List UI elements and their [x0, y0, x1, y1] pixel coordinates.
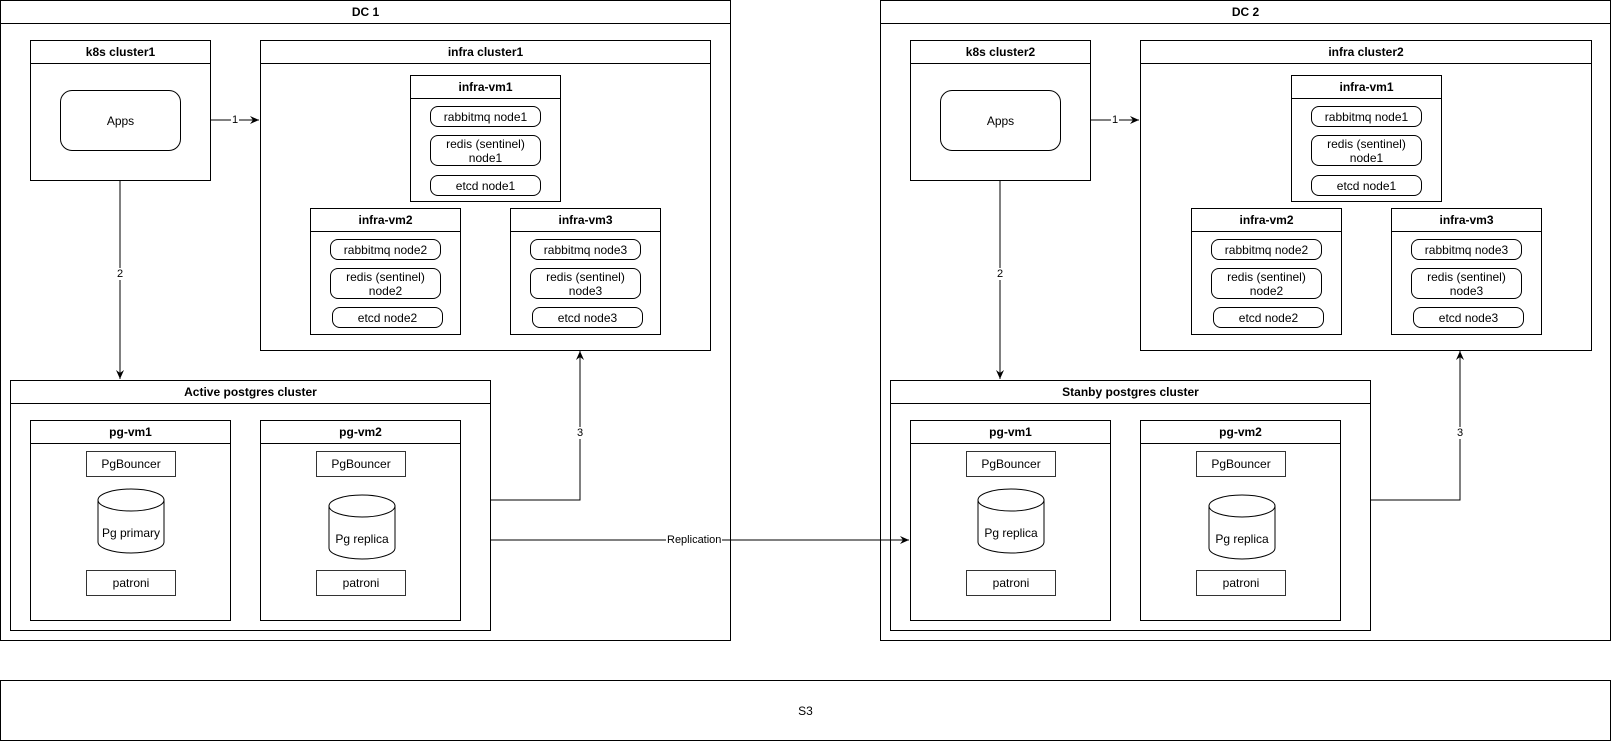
redis-sentinel-node[interactable]: redis (sentinel) node3: [530, 268, 641, 299]
edge-label-1-dc1: 1: [231, 114, 240, 126]
db-label: Pg primary: [101, 526, 160, 540]
etcd-node[interactable]: etcd node2: [332, 307, 443, 328]
k8s-cluster2[interactable]: k8s cluster2 Apps: [910, 40, 1091, 181]
apps-node[interactable]: Apps: [60, 90, 181, 151]
infra-cluster1-title: infra cluster1: [261, 41, 710, 64]
standby-postgres-cluster[interactable]: Stanby postgres cluster pg-vm1 PgBouncer…: [890, 380, 1371, 631]
infra-vm-title: infra-vm1: [1292, 76, 1441, 99]
infra-cluster2[interactable]: infra cluster2 infra-vm1 rabbitmq node1 …: [1140, 40, 1592, 351]
etcd-node[interactable]: etcd node1: [430, 175, 541, 196]
infra-vm3[interactable]: infra-vm3 rabbitmq node3 redis (sentinel…: [510, 208, 661, 335]
pg-replica-db[interactable]: Pg replica: [328, 494, 396, 560]
redis-sentinel-node[interactable]: redis (sentinel) node2: [1211, 268, 1322, 299]
s3-title: S3: [798, 703, 813, 718]
db-label: Pg replica: [1215, 532, 1269, 546]
db-label: Pg replica: [984, 526, 1038, 540]
infra-vm3[interactable]: infra-vm3 rabbitmq node3 redis (sentinel…: [1391, 208, 1542, 335]
redis-sentinel-node[interactable]: redis (sentinel) node2: [330, 268, 441, 299]
infra-vm1[interactable]: infra-vm1 rabbitmq node1 redis (sentinel…: [1291, 75, 1442, 202]
pgbouncer-node[interactable]: PgBouncer: [316, 451, 406, 477]
pg-replica-db[interactable]: Pg replica: [977, 488, 1045, 554]
pg-vm1[interactable]: pg-vm1 PgBouncer Pg primary patroni: [30, 420, 231, 621]
pg-vm-title: pg-vm2: [261, 421, 460, 444]
dc2-title: DC 2: [881, 1, 1610, 24]
pg-vm1[interactable]: pg-vm1 PgBouncer Pg replica patroni: [910, 420, 1111, 621]
k8s-cluster1[interactable]: k8s cluster1 Apps: [30, 40, 211, 181]
infra-vm2[interactable]: infra-vm2 rabbitmq node2 redis (sentinel…: [310, 208, 461, 335]
edge-label-3-dc2: 3: [1456, 427, 1465, 439]
infra-vm-title: infra-vm3: [1392, 209, 1541, 232]
infra-vm-title: infra-vm3: [511, 209, 660, 232]
infra-vm2[interactable]: infra-vm2 rabbitmq node2 redis (sentinel…: [1191, 208, 1342, 335]
rabbitmq-node[interactable]: rabbitmq node1: [430, 106, 541, 127]
postgres-cluster-title: Active postgres cluster: [11, 381, 490, 404]
pgbouncer-node[interactable]: PgBouncer: [1196, 451, 1286, 477]
pg-vm-title: pg-vm2: [1141, 421, 1340, 444]
etcd-node[interactable]: etcd node3: [1413, 307, 1524, 328]
infra-cluster1[interactable]: infra cluster1 infra-vm1 rabbitmq node1 …: [260, 40, 711, 351]
rabbitmq-node[interactable]: rabbitmq node1: [1311, 106, 1422, 127]
patroni-node[interactable]: patroni: [1196, 570, 1286, 596]
edge-label-2-dc2: 2: [996, 268, 1005, 280]
pg-vm-title: pg-vm1: [911, 421, 1110, 444]
rabbitmq-node[interactable]: rabbitmq node2: [1211, 239, 1322, 260]
pg-vm-title: pg-vm1: [31, 421, 230, 444]
dc1-title: DC 1: [1, 1, 730, 24]
redis-sentinel-node[interactable]: redis (sentinel) node3: [1411, 268, 1522, 299]
etcd-node[interactable]: etcd node2: [1213, 307, 1324, 328]
pg-vm2[interactable]: pg-vm2 PgBouncer Pg replica patroni: [1140, 420, 1341, 621]
dc1-container[interactable]: DC 1: [0, 0, 731, 641]
edge-label-2-dc1: 2: [116, 268, 125, 280]
patroni-node[interactable]: patroni: [966, 570, 1056, 596]
edge-label-3-dc1: 3: [576, 427, 585, 439]
patroni-node[interactable]: patroni: [316, 570, 406, 596]
s3-storage[interactable]: S3: [0, 680, 1611, 741]
db-label: Pg replica: [335, 532, 389, 546]
edge-label-1-dc2: 1: [1111, 114, 1120, 126]
infra-vm-title: infra-vm2: [311, 209, 460, 232]
rabbitmq-node[interactable]: rabbitmq node3: [1411, 239, 1522, 260]
active-postgres-cluster[interactable]: Active postgres cluster pg-vm1 PgBouncer…: [10, 380, 491, 631]
etcd-node[interactable]: etcd node1: [1311, 175, 1422, 196]
rabbitmq-node[interactable]: rabbitmq node2: [330, 239, 441, 260]
pg-replica-db[interactable]: Pg replica: [1208, 494, 1276, 560]
database-cylinder-icon: [97, 488, 165, 554]
infra-cluster2-title: infra cluster2: [1141, 41, 1591, 64]
pgbouncer-node[interactable]: PgBouncer: [86, 451, 176, 477]
infra-vm-title: infra-vm2: [1192, 209, 1341, 232]
infra-vm1[interactable]: infra-vm1 rabbitmq node1 redis (sentinel…: [410, 75, 561, 202]
infra-vm-title: infra-vm1: [411, 76, 560, 99]
k8s-cluster2-title: k8s cluster2: [911, 41, 1090, 64]
database-cylinder-icon: [977, 488, 1045, 554]
rabbitmq-node[interactable]: rabbitmq node3: [530, 239, 641, 260]
pg-vm2[interactable]: pg-vm2 PgBouncer Pg replica patroni: [260, 420, 461, 621]
etcd-node[interactable]: etcd node3: [532, 307, 643, 328]
database-cylinder-icon: [1208, 494, 1276, 560]
apps-node[interactable]: Apps: [940, 90, 1061, 151]
redis-sentinel-node[interactable]: redis (sentinel) node1: [430, 135, 541, 166]
pgbouncer-node[interactable]: PgBouncer: [966, 451, 1056, 477]
edge-label-replication: Replication: [666, 534, 723, 546]
patroni-node[interactable]: patroni: [86, 570, 176, 596]
postgres-cluster-title: Stanby postgres cluster: [891, 381, 1370, 404]
database-cylinder-icon: [328, 494, 396, 560]
k8s-cluster1-title: k8s cluster1: [31, 41, 210, 64]
pg-primary-db[interactable]: Pg primary: [97, 488, 165, 554]
redis-sentinel-node[interactable]: redis (sentinel) node1: [1311, 135, 1422, 166]
